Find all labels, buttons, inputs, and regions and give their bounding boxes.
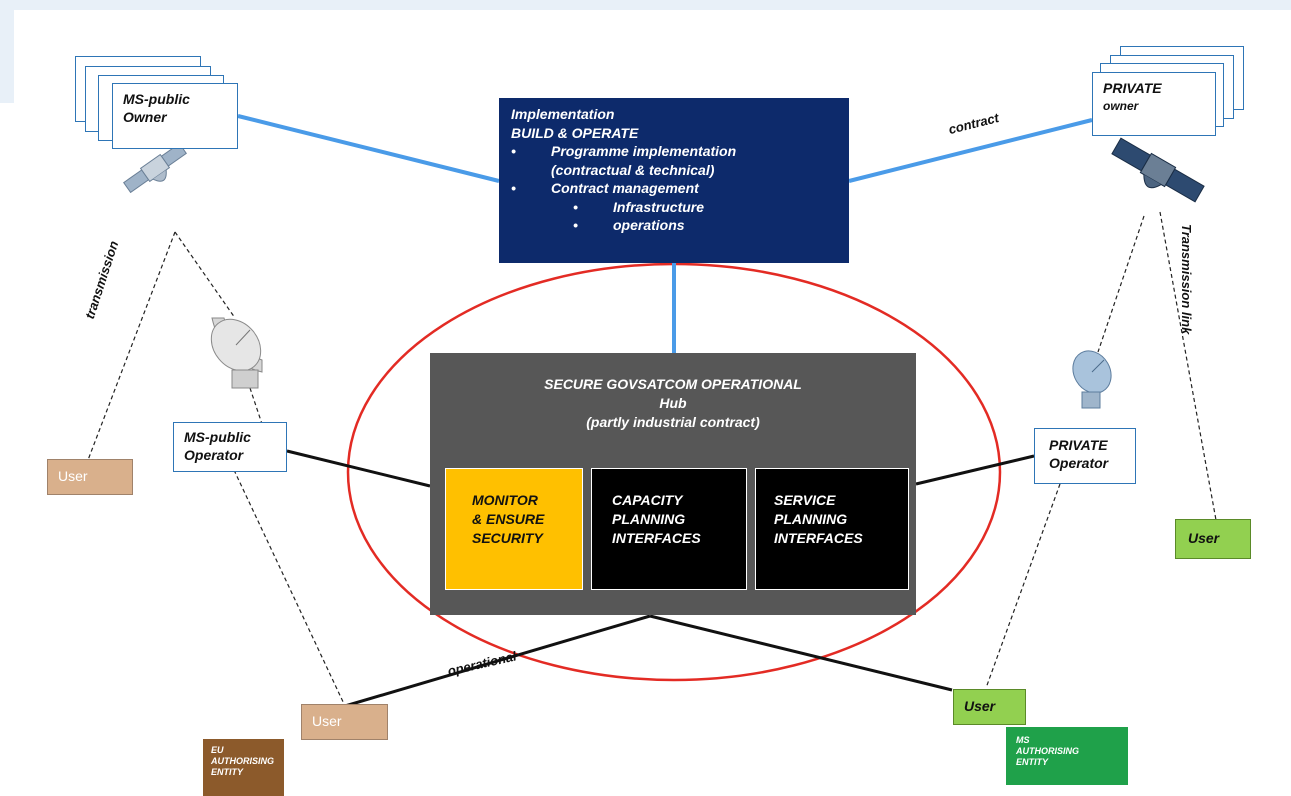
module2-line2: PLANNING xyxy=(612,511,686,527)
user-box-left: User xyxy=(47,459,133,495)
impl-item-1-cont: (contractual & technical) xyxy=(551,161,715,178)
module3-line3: INTERFACES xyxy=(774,530,863,546)
module3-line2: PLANNING xyxy=(774,511,848,527)
satellite-icon-right xyxy=(1111,137,1205,203)
impl-subtitle: BUILD & OPERATE xyxy=(511,124,639,141)
private-owner-box: PRIVATE owner xyxy=(1092,72,1216,136)
impl-item-1: •Programme implementation xyxy=(511,143,737,159)
ms-entity-line3: ENTITY xyxy=(1016,757,1049,767)
ms-authorising-entity: MS AUTHORISING ENTITY xyxy=(1006,727,1128,785)
dish-icon-left xyxy=(210,317,263,389)
hub-subtitle: Hub xyxy=(659,395,687,411)
eu-authorising-entity: EU AUTHORISING ENTITY xyxy=(203,739,284,796)
module-service-planning: SERVICE PLANNING INTERFACES xyxy=(755,468,909,590)
link-hub-private-operator xyxy=(915,454,1035,486)
impl-subitem-1: •Infrastructure xyxy=(573,198,705,215)
dash-operator-user-left xyxy=(233,469,346,707)
module3-line1: SERVICE xyxy=(774,492,836,508)
eu-entity-line1: EU xyxy=(211,745,224,755)
ms-owner-line2: Owner xyxy=(123,109,167,125)
dish-icon-right xyxy=(1072,350,1112,409)
dash-operator-user-right xyxy=(985,483,1061,689)
dash-sat-user-left xyxy=(87,231,176,461)
ms-owner-line1: MS-public xyxy=(123,91,190,107)
module1-line3: SECURITY xyxy=(472,530,543,546)
link-private-owner-impl xyxy=(848,118,1093,183)
module-monitor-security: MONITOR & ENSURE SECURITY xyxy=(445,468,583,590)
dash-sat-dish-left xyxy=(174,231,236,319)
satellite-icon-left xyxy=(123,142,187,194)
module2-line1: CAPACITY xyxy=(612,492,683,508)
dash-dish-operator-left xyxy=(249,387,263,425)
impl-subitem-2: •operations xyxy=(573,217,685,233)
link-ms-owner-impl xyxy=(237,114,500,183)
link-hub-eu-user xyxy=(344,614,651,708)
transmission-link-label: Transmission link xyxy=(1179,224,1194,335)
eu-entity-line3: ENTITY xyxy=(211,767,244,777)
user-box-ms: User xyxy=(953,689,1026,725)
module-capacity-planning: CAPACITY PLANNING INTERFACES xyxy=(591,468,747,590)
side-band xyxy=(0,0,14,103)
private-owner-line1: PRIVATE xyxy=(1103,80,1162,96)
private-operator-box: PRIVATE Operator xyxy=(1034,428,1136,484)
hub-note: (partly industrial contract) xyxy=(586,414,760,430)
module1-line1: MONITOR xyxy=(472,492,538,508)
impl-title: Implementation xyxy=(511,106,615,122)
implementation-box: Implementation BUILD & OPERATE •Programm… xyxy=(499,98,849,263)
user-box-right: User xyxy=(1175,519,1251,559)
ms-entity-line2: AUTHORISING xyxy=(1016,746,1079,756)
ms-entity-line1: MS xyxy=(1016,735,1030,745)
hub-title: SECURE GOVSATCOM OPERATIONAL xyxy=(544,376,802,392)
module1-line2: & ENSURE xyxy=(472,511,545,527)
ms-public-operator-box: MS-public Operator xyxy=(173,422,287,472)
private-operator-line2: Operator xyxy=(1049,455,1109,471)
link-hub-ms-user xyxy=(649,614,953,692)
private-operator-line1: PRIVATE xyxy=(1049,437,1108,453)
link-ms-operator-hub xyxy=(286,449,431,488)
ms-public-owner-box: MS-public Owner xyxy=(112,83,238,149)
eu-entity-line2: AUTHORISING xyxy=(211,756,274,766)
ms-operator-line1: MS-public xyxy=(184,429,251,445)
top-band xyxy=(0,0,1291,10)
user-box-eu: User xyxy=(301,704,388,740)
ms-operator-line2: Operator xyxy=(184,447,244,463)
impl-item-2: •Contract management xyxy=(511,180,699,196)
dash-sat-user-right xyxy=(1159,211,1217,521)
module2-line3: INTERFACES xyxy=(612,530,701,546)
dash-sat-dish-right xyxy=(1097,215,1145,353)
private-owner-line2: owner xyxy=(1103,99,1139,113)
